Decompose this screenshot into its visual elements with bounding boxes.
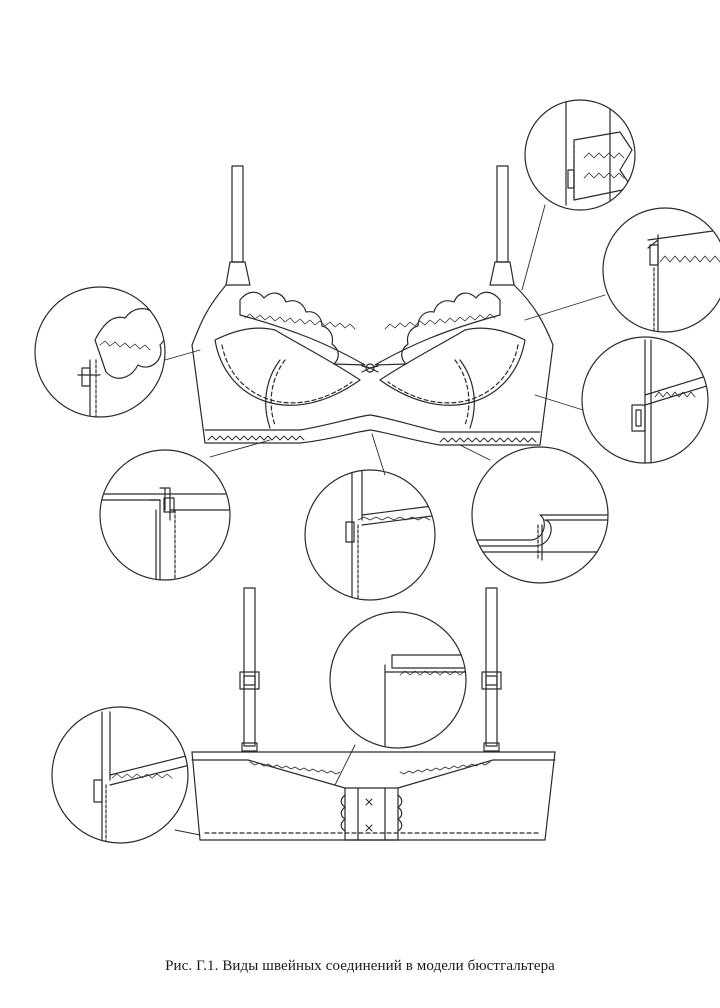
back-left-strap [243, 587, 256, 747]
figure-caption: Рис. Г.1. Виды швейных соединений в моде… [165, 958, 555, 974]
detail-callout-band-seam [99, 449, 231, 581]
back-leader-lines [174, 744, 356, 836]
closure-scallop-right [397, 794, 403, 832]
right-cup-inner-seam [459, 359, 475, 429]
right-lace-zigzag [384, 313, 496, 330]
right-strap-ring [483, 742, 500, 752]
back-right-strap [485, 587, 498, 747]
right-strap-connector [489, 261, 515, 286]
front-hem-zigzag [207, 435, 537, 443]
detail-callout-strap-seam [524, 99, 636, 211]
front-leader-lines [164, 204, 606, 476]
back-band-top-edge [191, 759, 556, 789]
left-cup-inner-seam [265, 359, 281, 429]
right-strap-slider-inner [485, 675, 498, 686]
left-cup-seam [221, 344, 353, 426]
left-strap-slider-inner [243, 675, 256, 686]
left-strap-connector [225, 261, 251, 286]
center-bow-ribbons [361, 365, 379, 373]
detail-callout-edge-elastic [602, 207, 720, 333]
front-view [191, 165, 554, 446]
detail-callout-back-band-seam [329, 611, 467, 749]
detail-callout-underwire-seam [304, 469, 436, 601]
right-cup-seam [387, 344, 519, 426]
hook-eye-closure [344, 787, 399, 841]
detail-callout-side-seam [581, 336, 709, 464]
right-cup [379, 327, 526, 406]
detail-callout-back-edge-seam [51, 706, 189, 844]
detail-callout-hem-fold [471, 446, 609, 584]
back-wing-edge-zigzag [249, 761, 491, 775]
right-strap [496, 165, 509, 263]
left-strap [231, 165, 244, 263]
front-band-top [204, 414, 541, 433]
right-strap-slider [481, 671, 502, 690]
left-cup [214, 327, 361, 406]
left-strap-slider [239, 671, 260, 690]
closure-hooks [365, 798, 373, 832]
center-bow [365, 363, 375, 373]
left-lace-zigzag [244, 313, 356, 330]
detail-callout-lace-seam [34, 286, 166, 418]
back-view [191, 587, 556, 841]
front-body-outline [191, 284, 554, 446]
left-strap-ring [241, 742, 258, 752]
closure-scallop-left [340, 794, 346, 832]
back-band-outline [191, 751, 556, 841]
